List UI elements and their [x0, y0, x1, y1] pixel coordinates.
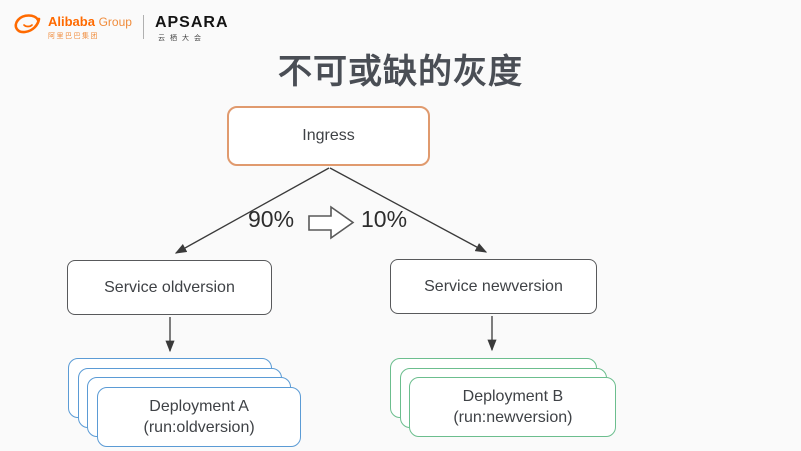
deployment-a-stack: Deployment A (run:oldversion)	[68, 358, 304, 450]
ingress-node: Ingress	[227, 106, 430, 166]
service-newversion-node: Service newversion	[390, 259, 597, 314]
alibaba-logo: Alibaba Group 阿里巴巴集团	[12, 12, 132, 41]
logo-divider	[142, 15, 144, 39]
apsara-chinese-label: 云栖大会	[157, 35, 206, 42]
ingress-label: Ingress	[302, 127, 355, 144]
apsara-wordmark: APSARA	[154, 14, 229, 31]
deployment-card-front: Deployment A (run:oldversion)	[97, 387, 302, 448]
left-percent-label: 90%	[248, 206, 295, 232]
deployment-b-stack: Deployment B (run:newversion)	[390, 358, 620, 440]
traffic-shift-arrow-icon	[308, 205, 355, 240]
ingress-to-oldservice-line	[174, 167, 330, 254]
deployment-title: Deployment B	[462, 388, 564, 406]
service-oldversion-label: Service oldversion	[104, 278, 235, 296]
deployment-card-front: Deployment B (run:newversion)	[409, 377, 617, 438]
page-title: 不可或缺的灰度	[278, 53, 523, 91]
ingress-to-newservice-line	[329, 167, 488, 253]
alibaba-group-label: Group	[98, 15, 132, 29]
deployment-title: Deployment A	[149, 398, 249, 416]
logo-bar: Alibaba Group 阿里巴巴集团 APSARA 云栖大会	[12, 12, 229, 43]
service-newversion-label: Service newversion	[424, 277, 563, 295]
service-oldversion-node: Service oldversion	[67, 260, 272, 315]
deployment-subtitle: (run:newversion)	[453, 409, 573, 427]
alibaba-smiley-icon	[14, 14, 41, 34]
alibaba-chinese-label: 阿里巴巴集团	[48, 33, 99, 40]
right-percent-label: 10%	[361, 206, 408, 232]
apsara-logo: APSARA 云栖大会	[155, 14, 229, 43]
deployment-subtitle: (run:oldversion)	[143, 419, 255, 437]
alibaba-wordmark: Alibaba	[48, 14, 95, 29]
